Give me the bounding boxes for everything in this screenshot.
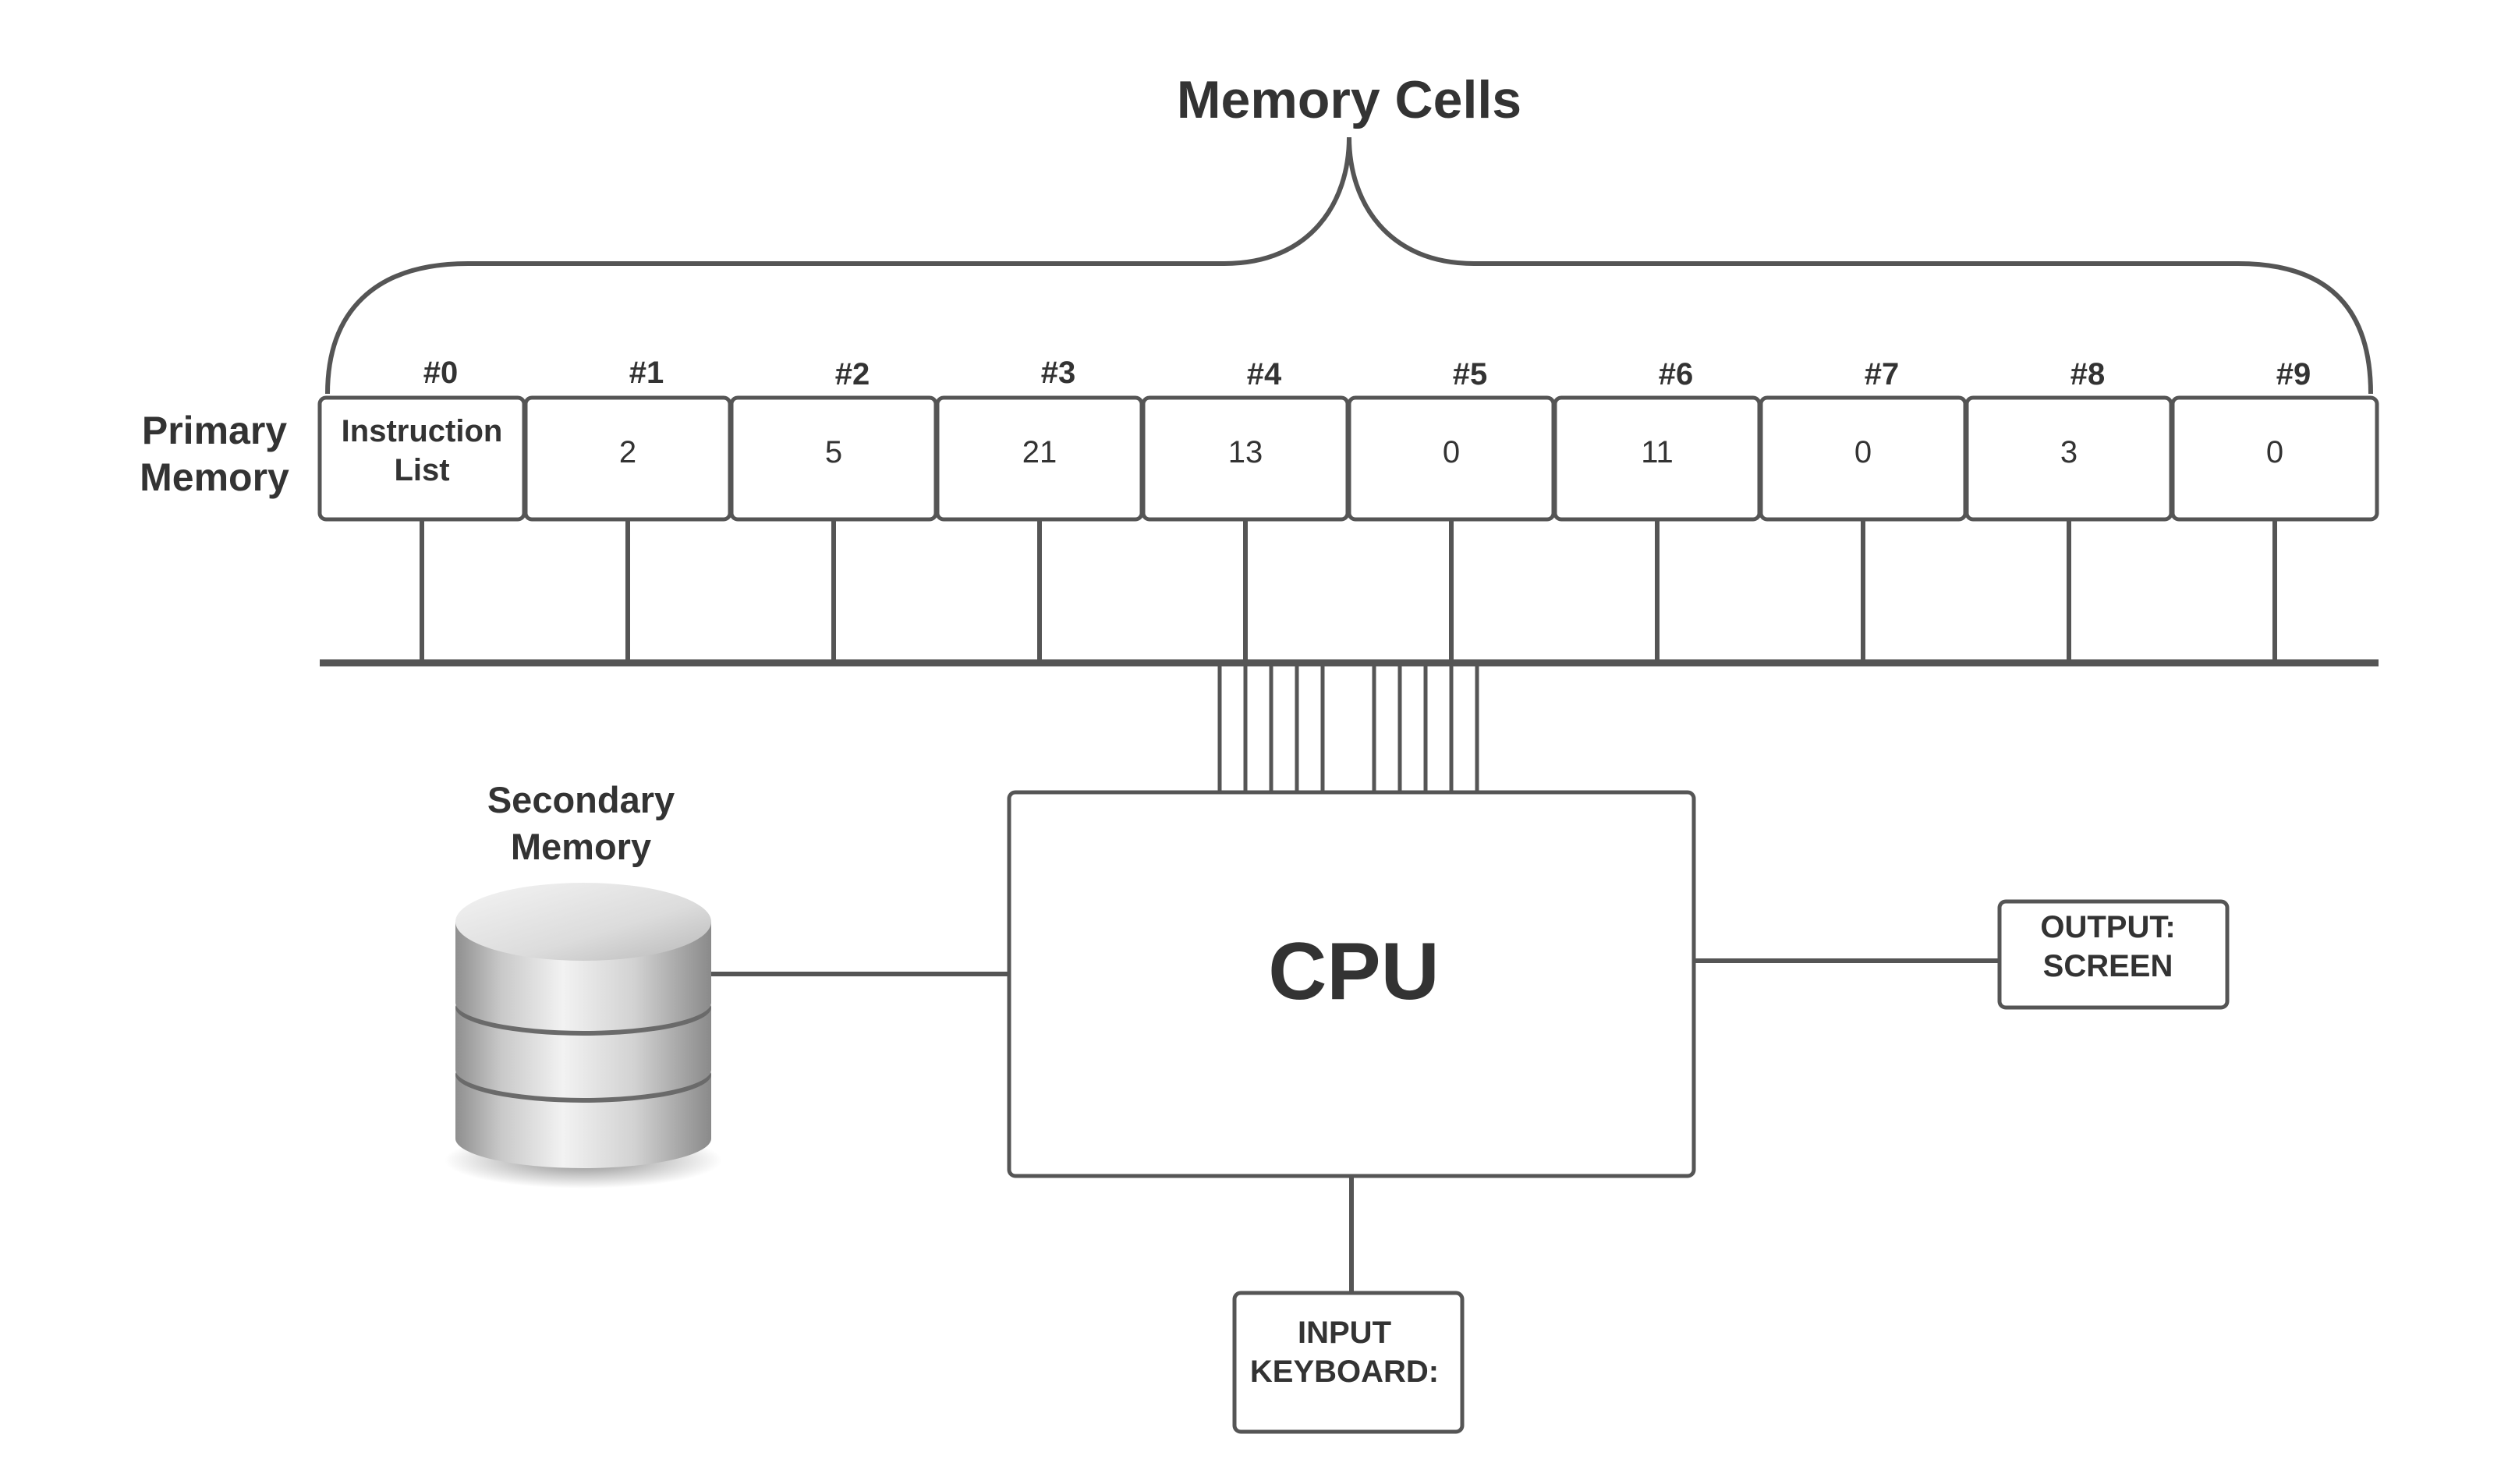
cell-connectors [420,519,2277,663]
input-box [1232,1291,1465,1434]
output-label-line1: OUTPUT: [2040,910,2176,944]
memory-cells [317,395,2379,522]
cell-value: 0 [1442,435,1461,469]
output-label: OUTPUT: SCREEN [1995,908,2221,986]
cell-value: 0 [1854,435,1872,469]
cell-index-label: #8 [2070,357,2106,391]
cell-index-label: #1 [629,356,664,390]
cell-index-label: #3 [1040,356,1076,390]
input-label-line1: INPUT [1298,1316,1391,1350]
output-box [1997,899,2230,1010]
diagram-title: Memory Cells [1176,70,1522,129]
cell-value: 21 [1022,435,1057,469]
cell-index-label: #6 [1658,357,1694,391]
cell-value: 13 [1227,435,1263,469]
cell-value-line1: Instruction [341,414,503,448]
primary-memory-label-line1: Primary [141,409,288,452]
cpu-bus-wires [1217,663,1479,792]
database-icon [445,883,722,1188]
secondary-memory-label: Secondary Memory [425,777,737,870]
input-label-line2: KEYBOARD: [1249,1355,1440,1389]
cell-value: 3 [2060,435,2078,469]
cell-index-label: #2 [834,357,870,391]
cell-value: Instruction List [320,412,524,490]
cell-index-label: #9 [2276,357,2311,391]
primary-memory-label-line2: Memory [140,455,289,499]
primary-memory-label: Primary Memory [94,407,335,501]
input-label: INPUT KEYBOARD: [1231,1313,1458,1391]
cell-index-label: #5 [1452,357,1488,391]
cell-index-label: #0 [423,356,459,390]
cell-value: 5 [824,435,843,469]
cell-index-label: #4 [1246,357,1282,391]
cell-value: 0 [2265,435,2284,469]
secondary-memory-label-line2: Memory [510,826,652,867]
memory-cells-brace [325,136,2373,395]
cell-value: 11 [1641,435,1674,469]
secondary-memory-label-line1: Secondary [487,779,675,820]
cell-index-label: #7 [1864,357,1900,391]
cell-value: 2 [618,435,637,469]
cpu-label: CPU [1268,926,1440,1017]
output-label-line2: SCREEN [2042,949,2173,983]
cell-value-line2: List [394,453,450,487]
